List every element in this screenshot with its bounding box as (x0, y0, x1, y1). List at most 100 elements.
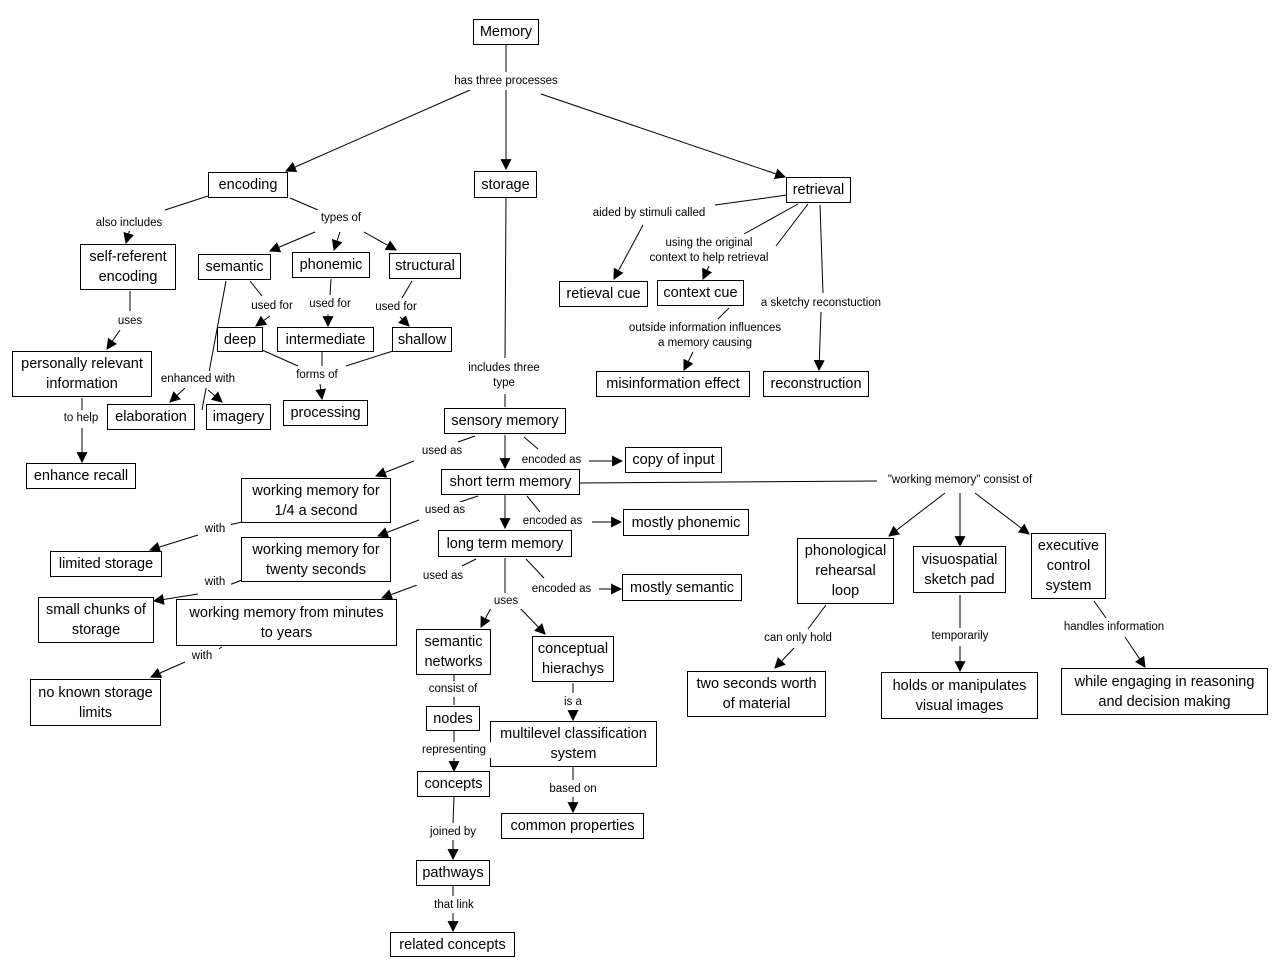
link-has-three-processes: has three processes (445, 72, 567, 90)
concept-imagery[interactable]: imagery (206, 404, 271, 430)
node-text-line: working memory for (252, 482, 380, 499)
node-text: enhance recall (33, 468, 129, 484)
concept-reconstruction[interactable]: reconstruction (763, 371, 869, 397)
concept-context-cue[interactable]: context cue (657, 280, 744, 306)
concept-intermediate[interactable]: intermediate (277, 327, 374, 352)
link-text: a sketchy reconstuction (760, 297, 882, 309)
concept-mostly-phonemic[interactable]: mostly phonemic (623, 509, 749, 536)
link-uses: uses (112, 313, 148, 330)
link-text: with (204, 522, 226, 535)
link-encoded-as-sensory: encoded as (514, 452, 589, 469)
node-text: semantic (205, 259, 264, 275)
concept-encoding[interactable]: encoding (208, 172, 288, 198)
node-text: related concepts (399, 936, 506, 953)
link-text: used for (251, 300, 293, 312)
node-text-line: visuospatial (921, 551, 998, 568)
node-text-line: executive (1037, 538, 1100, 554)
link-text: with (191, 649, 213, 662)
node-text: encoding (218, 177, 278, 193)
concept-deep[interactable]: deep (217, 327, 263, 352)
link-text: uses (493, 594, 519, 607)
concept-misinformation-effect[interactable]: misinformation effect (596, 371, 750, 397)
link-text: encoded as (522, 515, 583, 527)
concept-retrieval[interactable]: retrieval (786, 177, 851, 203)
link-representing: representing (414, 742, 494, 758)
concept-concepts[interactable]: concepts (417, 771, 490, 797)
node-text-line: personally relevant (21, 356, 143, 372)
node-text: common properties (510, 818, 635, 834)
node-text: imagery (212, 409, 265, 425)
link-encoded-as-long-term: encoded as (524, 581, 599, 598)
concept-personally-relevant-information[interactable]: personally relevant information (12, 351, 152, 397)
link-can-only-hold: can only hold (756, 630, 840, 646)
concept-storage[interactable]: storage (474, 171, 537, 198)
concept-related-concepts[interactable]: related concepts (390, 932, 515, 957)
concept-phonemic[interactable]: phonemic (292, 252, 370, 278)
node-text: short term memory (449, 474, 572, 490)
concept-sensory-memory[interactable]: sensory memory (444, 408, 566, 434)
node-text: sensory memory (451, 413, 559, 429)
concept-elaboration[interactable]: elaboration (107, 404, 195, 430)
concept-shallow[interactable]: shallow (392, 327, 452, 352)
concept-enhance-recall[interactable]: enhance recall (26, 463, 136, 489)
link-with-small-chunks: with (199, 574, 231, 590)
node-text-line: system (550, 746, 597, 762)
concept-long-term-memory[interactable]: long term memory (438, 530, 572, 557)
link-text: used as (421, 445, 463, 457)
link-with-limited-storage: with (199, 521, 231, 537)
concept-multilevel-classification-system[interactable]: multilevel classification system (490, 721, 657, 767)
node-text-line: conceptual (537, 641, 609, 657)
concept-memory[interactable]: Memory (473, 19, 539, 45)
node-text-line: information (46, 376, 118, 392)
concept-nodes[interactable]: nodes (426, 706, 480, 731)
node-text: processing (290, 405, 361, 421)
concept-mostly-semantic[interactable]: mostly semantic (622, 574, 742, 601)
link-text: handles information (1063, 620, 1165, 633)
concept-working-memory-quarter-second[interactable]: working memory for 1/4 a second (241, 478, 391, 523)
link-text: with (204, 575, 226, 588)
node-text: mostly semantic (630, 579, 734, 596)
node-text-line: rehearsal (815, 563, 876, 579)
concept-limited-storage[interactable]: limited storage (50, 551, 162, 577)
concept-structural[interactable]: structural (389, 253, 461, 279)
concept-semantic[interactable]: semantic (198, 254, 271, 280)
node-text-line: no known storage (38, 684, 153, 701)
link-text: types of (320, 212, 362, 224)
concept-short-term-memory[interactable]: short term memory (441, 469, 580, 495)
node-text: copy of input (632, 452, 715, 468)
link-encoded-as-short-term: encoded as (515, 513, 590, 530)
link-enhanced-with: enhanced with (155, 371, 241, 388)
node-text-line: control (1046, 558, 1091, 574)
link-that-link: that link (426, 897, 482, 913)
concept-common-properties[interactable]: common properties (501, 813, 644, 839)
link-used-as-long-term: used as (416, 568, 470, 585)
concept-processing[interactable]: processing (283, 400, 368, 426)
concept-pathways[interactable]: pathways (416, 860, 490, 886)
link-handles-information: handles information (1054, 619, 1174, 635)
node-text-line: to years (260, 624, 313, 641)
node-text-line: 1/4 a second (274, 502, 358, 519)
node-text: retieval cue (566, 286, 641, 302)
link-text: "working memory" consist of (887, 474, 1033, 486)
node-text: mostly phonemic (631, 514, 741, 531)
node-text-line: multilevel classification (500, 726, 647, 742)
link-text: temporarily (931, 629, 989, 642)
concept-retieval-cue[interactable]: retieval cue (559, 281, 648, 307)
link-text-line: outside information influences (628, 321, 782, 334)
concept-copy-of-input[interactable]: copy of input (625, 447, 722, 473)
